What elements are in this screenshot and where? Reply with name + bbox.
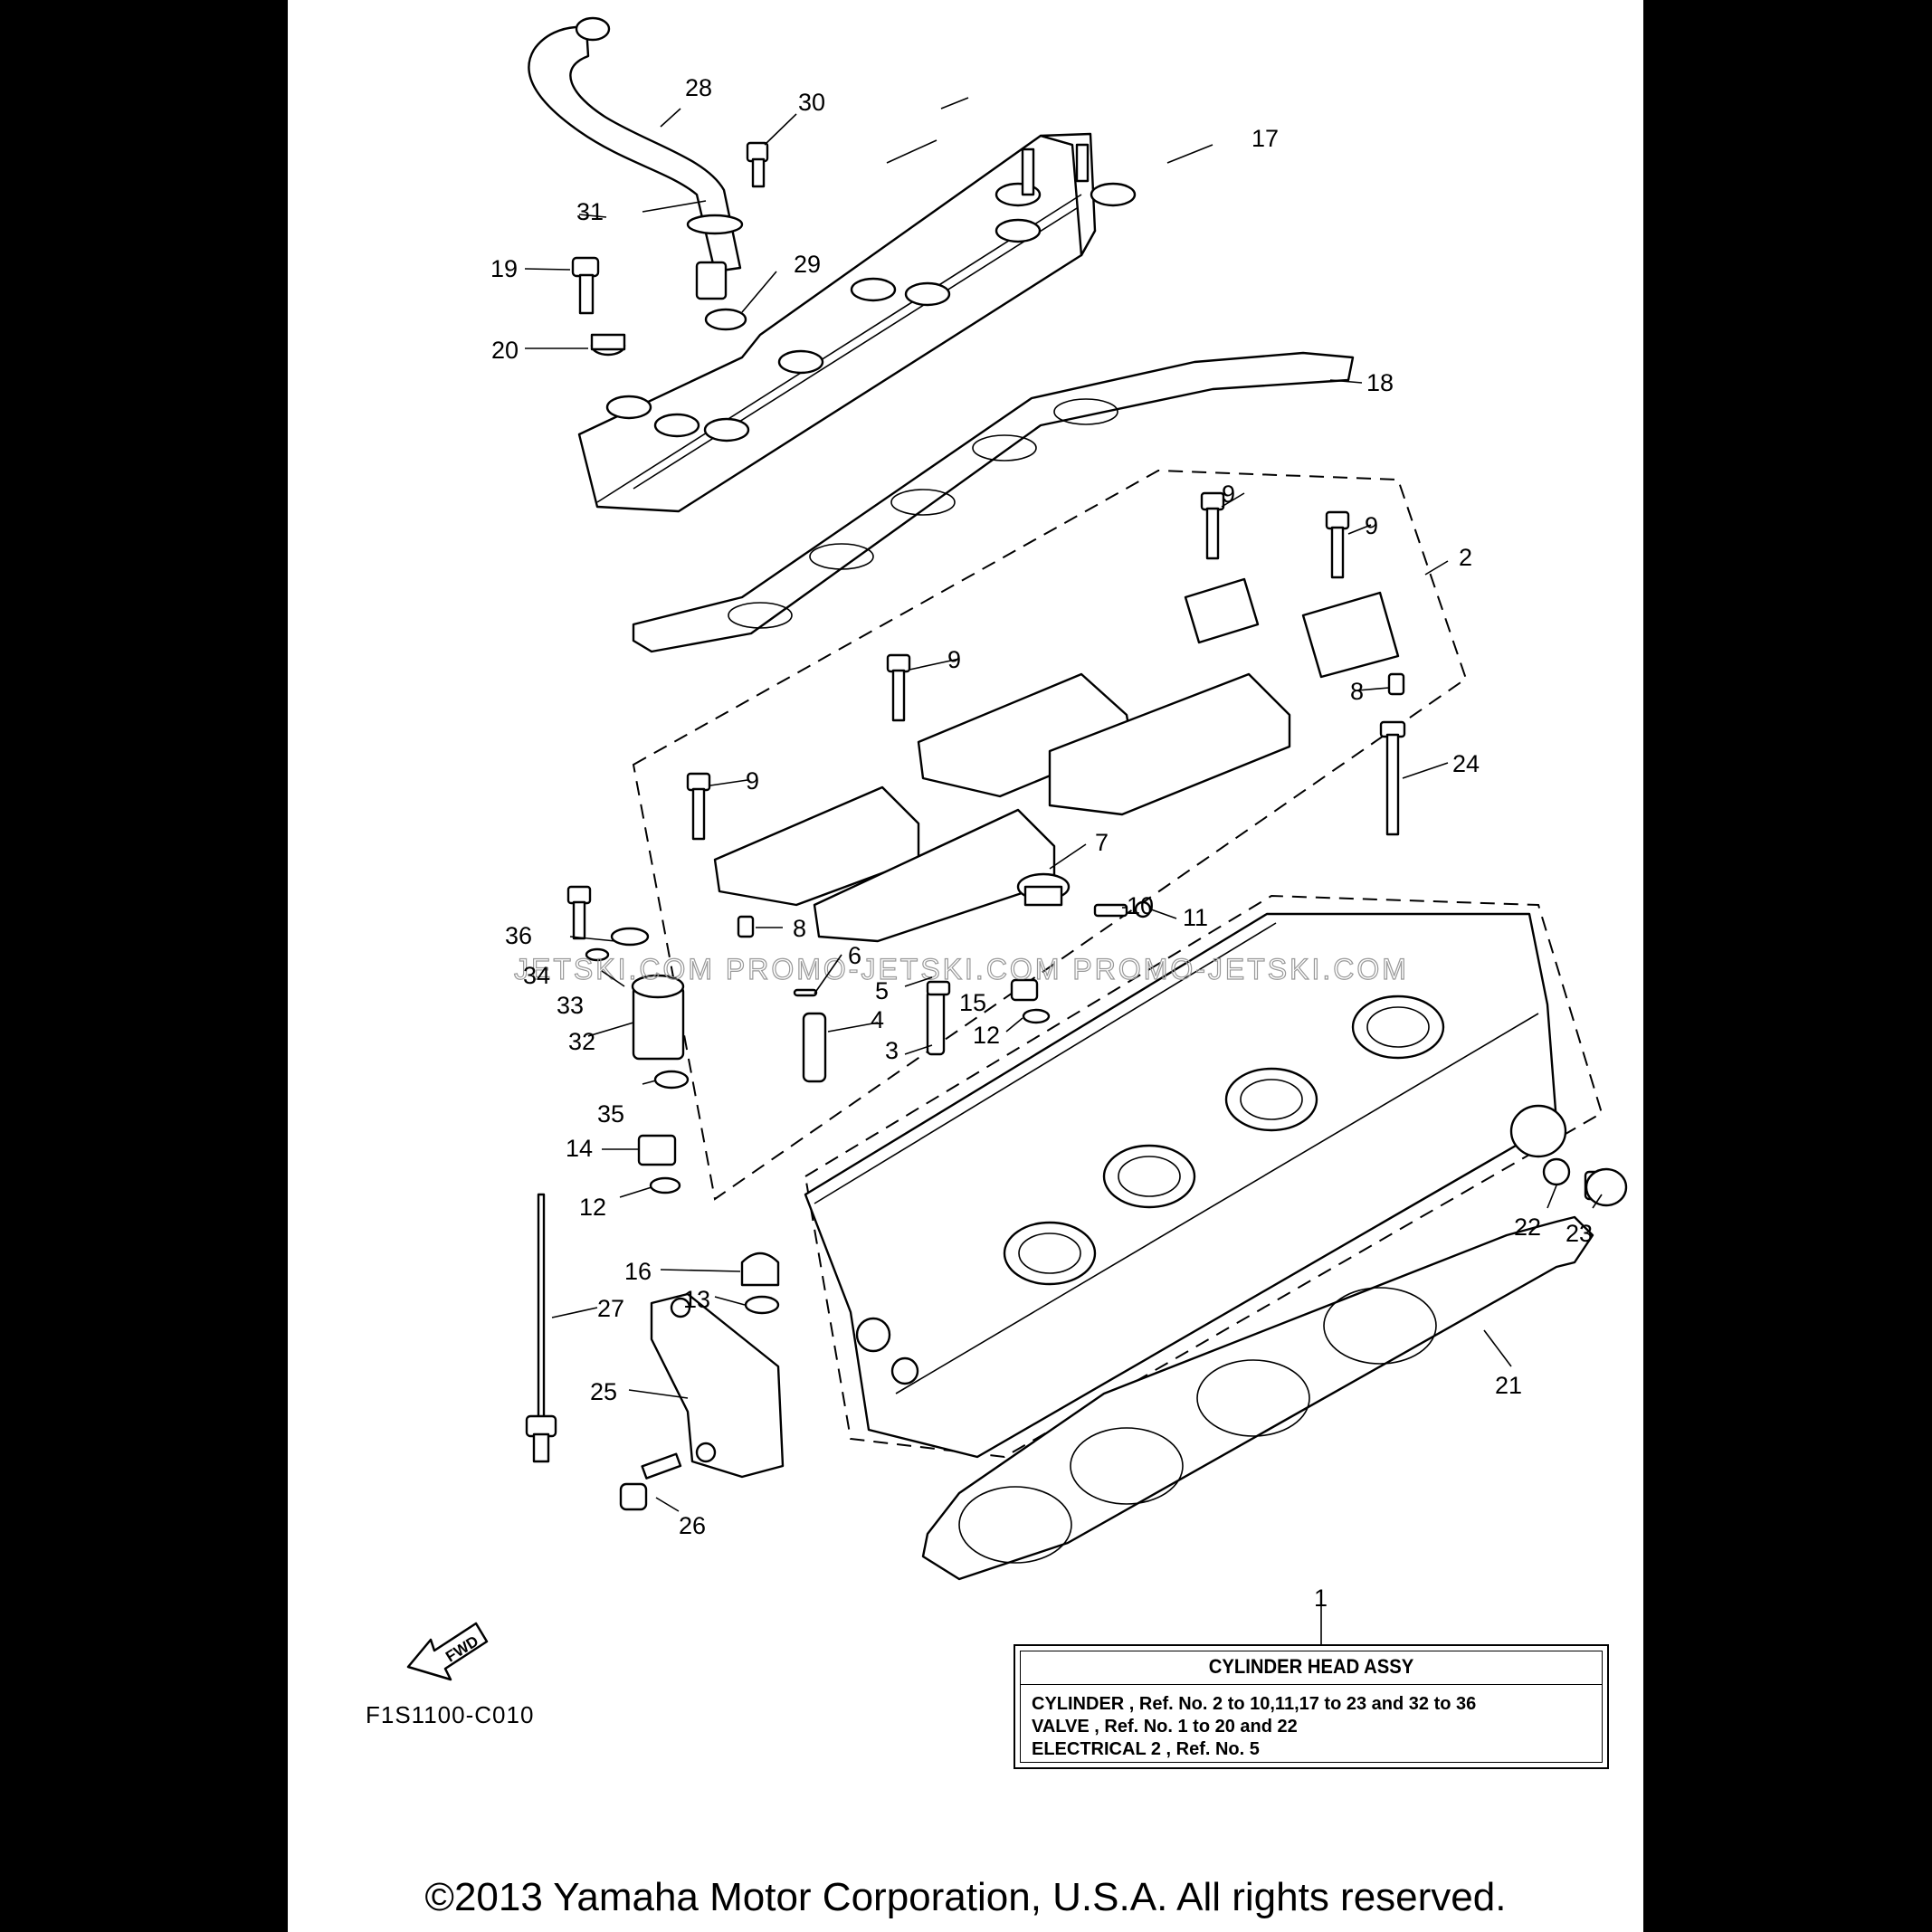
callout-10: 10 <box>1127 892 1154 919</box>
callout-9b: 9 <box>1365 512 1378 539</box>
bolt-9-b <box>1325 510 1350 579</box>
cylinder-head-cover-17 <box>577 132 1137 513</box>
cylinder-head-group <box>804 894 1604 1459</box>
nut-14 <box>637 1134 677 1166</box>
callout-28: 28 <box>685 74 712 101</box>
callout-11: 11 <box>1183 904 1208 931</box>
callout-9c: 9 <box>947 646 961 673</box>
sensor-5 <box>926 980 951 996</box>
callout-13: 13 <box>683 1286 710 1313</box>
callout-1: 1 <box>1314 1585 1328 1612</box>
callout-29: 29 <box>794 251 821 278</box>
callout-16: 16 <box>624 1258 652 1285</box>
bolt-9-c <box>886 653 911 722</box>
callout-14: 14 <box>566 1135 593 1162</box>
cam-cap-right-pair <box>1184 577 1400 679</box>
callout-24: 24 <box>1452 750 1480 777</box>
callout-32: 32 <box>568 1028 595 1055</box>
diagram-code: F1S1100-C010 <box>366 1701 535 1728</box>
dowel-pin-8-b <box>737 915 755 938</box>
legend-line-electrical: ELECTRICAL 2 , Ref. No. 5 <box>1032 1739 1260 1759</box>
grommet-20 <box>590 333 626 357</box>
callout-25: 25 <box>590 1378 617 1405</box>
legend-inner: CYLINDER HEAD ASSY CYLINDER , Ref. No. 2… <box>1020 1651 1603 1763</box>
cam-cap-lower-row <box>713 785 1056 943</box>
callout-19: 19 <box>490 255 518 282</box>
bolt-10 <box>1093 903 1128 918</box>
legend-title: CYLINDER HEAD ASSY <box>1208 1655 1414 1678</box>
camshaft-cap-group-2 <box>632 469 1468 1201</box>
callout-4: 4 <box>871 1006 884 1033</box>
forward-arrow-icon: FWD <box>406 1622 489 1681</box>
bolt-30 <box>746 141 769 188</box>
callout-numbers: 1 2 3 4 5 6 7 8 8 9 9 9 9 10 11 12 12 13… <box>490 74 1593 1612</box>
bolt-19 <box>571 256 600 315</box>
legend-line-cylinder: CYLINDER , Ref. No. 2 to 10,11,17 to 23 … <box>1032 1694 1477 1714</box>
callout-7: 7 <box>1095 829 1109 856</box>
washer-12-a <box>1022 1008 1051 1024</box>
gasket-18-loops <box>728 398 1118 629</box>
washer-34 <box>610 927 650 947</box>
leader-lines <box>524 97 1603 1647</box>
callout-8a: 8 <box>1350 678 1364 705</box>
callout-6: 6 <box>848 942 861 969</box>
callout-15: 15 <box>959 989 986 1016</box>
callout-9d: 9 <box>746 767 759 795</box>
legend-box: CYLINDER HEAD ASSY CYLINDER , Ref. No. 2… <box>1014 1644 1609 1769</box>
callout-21: 21 <box>1495 1372 1522 1399</box>
cam-cap-upper-row <box>917 672 1291 816</box>
callout-5: 5 <box>875 977 889 1004</box>
o-ring-35 <box>653 1070 690 1090</box>
pipe-3 <box>926 989 946 1056</box>
cap-nut-16 <box>740 1252 780 1287</box>
watermark: JETSKI.COM PROMO-JETSKI.COM PROMO-JETSKI… <box>514 953 1409 985</box>
callout-36: 36 <box>505 922 532 949</box>
plug-32 <box>631 974 685 1061</box>
callout-35: 35 <box>597 1100 624 1128</box>
washer-12-b <box>649 1176 681 1194</box>
callout-30: 30 <box>798 89 825 116</box>
callout-17: 17 <box>1252 125 1279 152</box>
bolt-9-a <box>1200 491 1225 560</box>
legend-line-valve: VALVE , Ref. No. 1 to 20 and 22 <box>1032 1717 1298 1737</box>
cylinder-head <box>804 912 1567 1459</box>
callout-34: 34 <box>523 962 550 989</box>
callout-12a: 12 <box>973 1022 1000 1049</box>
washer-11 <box>1134 900 1152 918</box>
callout-18: 18 <box>1366 369 1394 396</box>
callout-27: 27 <box>597 1295 624 1322</box>
dowel-pin-8-a <box>1387 672 1405 696</box>
head-cover-gasket-18 <box>632 351 1355 653</box>
bolt-36 <box>566 885 592 940</box>
copyright-notice: ©2013 Yamaha Motor Corporation, U.S.A. A… <box>424 1875 1507 1919</box>
bracket-25 <box>650 1292 785 1479</box>
callout-31: 31 <box>576 198 604 225</box>
bolt-9-d <box>686 772 711 841</box>
o-ring-6 <box>793 988 818 997</box>
bolt-24 <box>1379 720 1406 836</box>
callout-2: 2 <box>1459 544 1472 571</box>
o-ring-33 <box>585 947 610 962</box>
o-ring-29 <box>704 308 747 331</box>
callout-33: 33 <box>557 992 584 1019</box>
washer-13 <box>744 1295 780 1315</box>
callout-20: 20 <box>491 337 519 364</box>
callout-22: 22 <box>1514 1213 1541 1241</box>
callout-8b: 8 <box>793 915 806 942</box>
callout-9a: 9 <box>1222 481 1235 508</box>
oil-filler-cap-7 <box>1016 872 1071 907</box>
callout-23: 23 <box>1566 1220 1593 1247</box>
legend-divider <box>1021 1684 1602 1685</box>
plug-23 <box>1584 1167 1628 1207</box>
breather-hose-28 <box>528 16 744 300</box>
bolt-26 <box>619 1452 682 1511</box>
cable-tie-27 <box>525 1193 557 1463</box>
washer-22 <box>1542 1157 1571 1186</box>
callout-12b: 12 <box>579 1194 606 1221</box>
callout-26: 26 <box>679 1512 706 1539</box>
cylinder-head-gasket-21 <box>921 1215 1594 1581</box>
callout-3: 3 <box>885 1037 899 1064</box>
valve-guide-4 <box>802 1012 827 1083</box>
